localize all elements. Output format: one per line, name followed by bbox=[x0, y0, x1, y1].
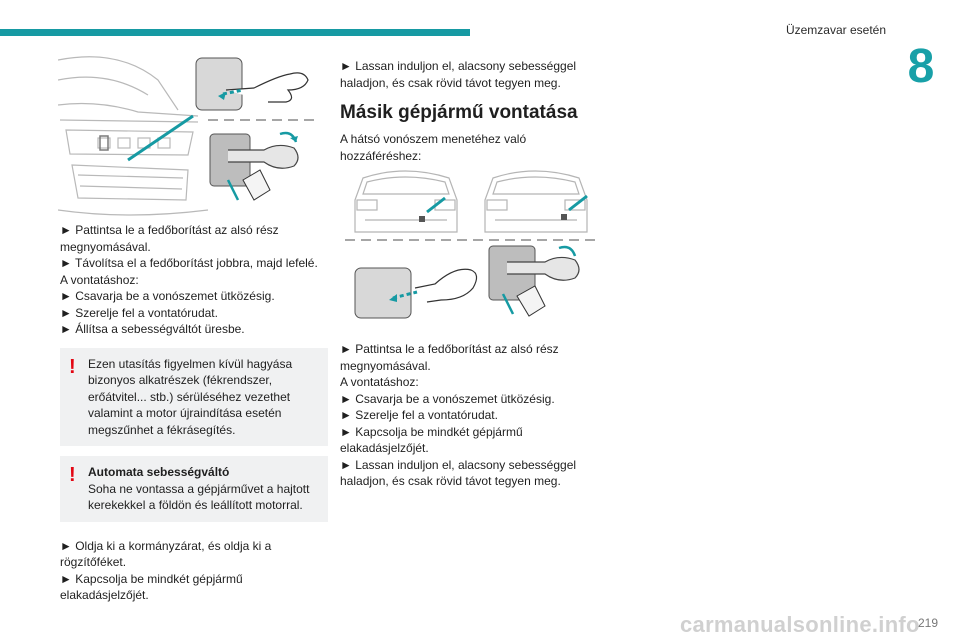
step-text: ► Pattintsa le a fedőborítást az alsó ré… bbox=[340, 342, 559, 373]
step-text: ► Oldja ki a kormányzárat, és oldja ki a… bbox=[60, 538, 272, 570]
step-text: ► Szerelje fel a vontatórudat. bbox=[340, 408, 498, 422]
step-text: ► Lassan induljon el, alacsony sebességg… bbox=[340, 59, 577, 90]
warning-text: Soha ne vontassa a gépjárművet a hajtott… bbox=[88, 481, 310, 513]
right-column-steps: ► Pattintsa le a fedőborítást az alsó ré… bbox=[340, 341, 602, 490]
step-text: ► Távolítsa el a fedőborítást jobbra, ma… bbox=[60, 256, 318, 270]
right-column: ► Lassan induljon el, alacsony sebességg… bbox=[340, 58, 600, 164]
rear-towing-illustration bbox=[345, 170, 600, 319]
step-text: ► Csavarja be a vonószemet ütközésig. bbox=[60, 289, 275, 303]
page-number: 219 bbox=[917, 616, 938, 630]
lead-text: A hátsó vonószem menetéhez való hozzáfér… bbox=[340, 132, 527, 163]
warning-box: ! Ezen utasítás figyelmen kívül hagyása … bbox=[60, 347, 328, 446]
watermark-text: carmanualsonline.info bbox=[680, 612, 920, 637]
step-text: ► Szerelje fel a vontatórudat. bbox=[60, 305, 218, 320]
chapter-title: Üzemzavar esetén bbox=[785, 23, 886, 37]
step-text: ► Kapcsolja be mindkét gépjármű elakadás… bbox=[340, 424, 523, 456]
warning-title: Automata sebességváltó bbox=[88, 465, 230, 479]
warning-box: ! Automata sebességváltó Soha ne vontass… bbox=[60, 456, 328, 522]
chapter-accent-bar bbox=[0, 29, 470, 36]
warning-icon: ! bbox=[69, 464, 76, 486]
step-text: ► Pattintsa le a fedőborítást az alsó ré… bbox=[60, 223, 279, 254]
warning-icon: ! bbox=[69, 355, 76, 378]
step-text: ► Lassan induljon el, alacsony sebességg… bbox=[340, 457, 577, 489]
step-text: ► Csavarja be a vonószemet ütközésig. bbox=[340, 391, 555, 406]
section-heading: Másik gépjármű vontatása bbox=[340, 102, 578, 123]
left-column: ► Pattintsa le a fedőborítást az alsó ré… bbox=[60, 222, 328, 604]
subheading-text: A vontatáshoz: bbox=[60, 272, 139, 287]
warning-text: Ezen utasítás figyelmen kívül hagyása bi… bbox=[88, 356, 293, 437]
front-towing-illustration bbox=[58, 50, 320, 222]
subheading-text: A vontatáshoz: bbox=[340, 375, 419, 389]
step-text: ► Állítsa a sebességváltót üresbe. bbox=[60, 322, 245, 336]
chapter-number: 8 bbox=[893, 36, 949, 98]
step-text: ► Kapcsolja be mindkét gépjármű elakadás… bbox=[60, 571, 243, 603]
